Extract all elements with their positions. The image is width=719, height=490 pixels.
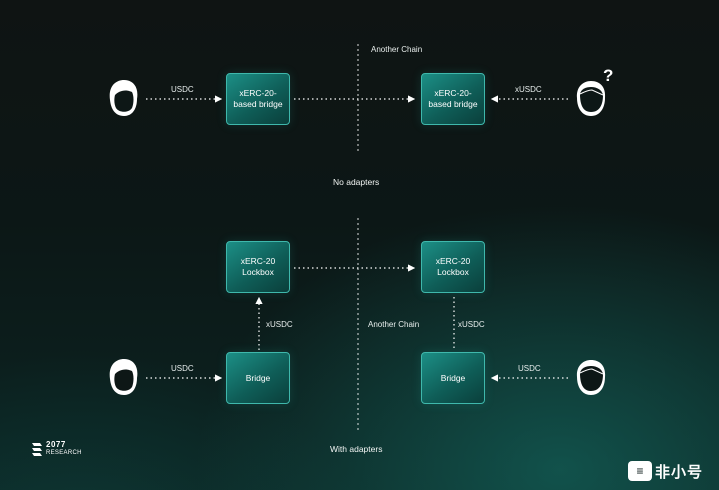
top-left-bridge-box: xERC-20-based bridge — [226, 73, 290, 125]
bottom-left-flow-label: USDC — [171, 364, 194, 373]
left-bridge-box: Bridge — [226, 352, 290, 404]
watermark-text: 非小号 — [655, 463, 704, 481]
2077-research-logo-icon — [32, 443, 42, 456]
bottom-chain-label: Another Chain — [368, 320, 420, 329]
top-left-flow-label: USDC — [171, 85, 194, 94]
left-vertical-flow-label: xUSDC — [266, 320, 293, 329]
brand-logo: 2077 RESEARCH — [31, 441, 82, 457]
logo-subtext: RESEARCH — [46, 450, 82, 456]
person-head-icon — [576, 81, 606, 116]
bottom-caption: With adapters — [330, 444, 383, 454]
watermark: ≡ 非小号 — [628, 459, 714, 483]
top-right-bridge-box: xERC-20-based bridge — [421, 73, 485, 125]
question-mark: ? — [603, 66, 614, 85]
person-head-icon — [109, 80, 138, 116]
feixiaohao-watermark-icon: ≡ — [628, 461, 652, 481]
person-head-icon — [109, 359, 138, 395]
right-bridge-box: Bridge — [421, 352, 485, 404]
person-head-icon — [576, 360, 606, 395]
logo-number: 2077 — [46, 440, 66, 449]
top-caption: No adapters — [333, 177, 380, 187]
right-lockbox-box: xERC-20 Lockbox — [421, 241, 485, 293]
top-chain-label: Another Chain — [371, 45, 423, 54]
left-lockbox-box: xERC-20 Lockbox — [226, 241, 290, 293]
right-vertical-flow-label: xUSDC — [458, 320, 485, 329]
top-right-flow-label: xUSDC — [515, 85, 542, 94]
bottom-right-flow-label: USDC — [518, 364, 541, 373]
